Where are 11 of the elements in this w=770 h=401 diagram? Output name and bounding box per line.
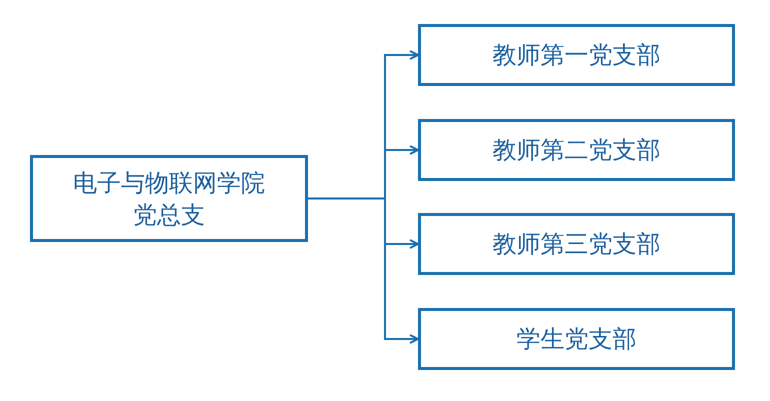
box-label: 教师第三党支部: [492, 229, 660, 260]
org-box: [30, 155, 308, 242]
box-label: 教师第一党支部: [492, 40, 660, 71]
box-label: 教师第二党支部: [492, 135, 660, 166]
org-box: [418, 213, 735, 275]
org-box: [418, 119, 735, 181]
org-box: [418, 24, 735, 86]
box-label: 电子与物联网学院党总支: [72, 168, 266, 230]
connector-arrow: [308, 198, 419, 344]
box-label: 学生党支部: [516, 324, 636, 355]
org-box: [418, 308, 735, 370]
